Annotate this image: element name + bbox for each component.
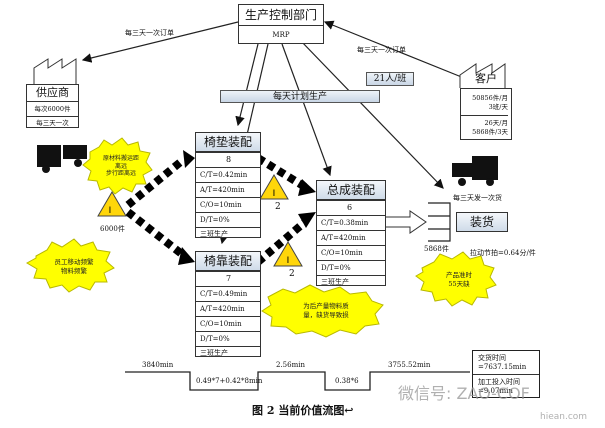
customer-factory-icon bbox=[459, 63, 506, 88]
customer-name: 客户 bbox=[475, 72, 497, 85]
customer-days: 26天/月 bbox=[461, 115, 508, 128]
staff-count-badge: 21人/班 bbox=[366, 72, 414, 86]
final-assembly-operators: 6 bbox=[347, 203, 353, 212]
supplier-truck-icon bbox=[37, 145, 87, 173]
inventory-triangle-1: I bbox=[97, 191, 127, 217]
seat-cushion-operators: 8 bbox=[226, 155, 232, 164]
lead-time-label: 交货时间 bbox=[478, 354, 506, 362]
inventory-triangle-2: I bbox=[259, 174, 289, 200]
shipment-label: 每三天发一次货 bbox=[453, 194, 502, 202]
burst-worker-move-text: 员工移动频繁物料频繁 bbox=[54, 258, 94, 275]
seat-cushion-process-box: 8 C/T=0.42min A/T=420min C/O=10min D/T=0… bbox=[195, 152, 261, 238]
final-assembly-available-time: A/T=420min bbox=[317, 230, 385, 245]
final-assembly-changeover: C/O=10min bbox=[317, 245, 385, 260]
burst-quality bbox=[261, 284, 384, 338]
inventory-cushion-label: 2 bbox=[275, 202, 281, 212]
final-assembly-downtime: D/T=0% bbox=[317, 260, 385, 275]
seat-cushion-cycle-time: C/T=0.42min bbox=[196, 167, 260, 182]
mrp-to-final bbox=[281, 43, 332, 177]
burst-worker-move bbox=[26, 238, 115, 293]
inventory-triangle-3: I bbox=[273, 241, 303, 267]
value-added-time-label: 加工投入时间 bbox=[478, 378, 520, 386]
customer-shifts: 3班/天 bbox=[488, 103, 508, 111]
supplier-order-label: 每三天一次订单 bbox=[125, 29, 174, 37]
seat-cushion-title: 椅垫装配 bbox=[195, 132, 261, 152]
burst-raw-material bbox=[82, 137, 153, 195]
push-arrow-4 bbox=[255, 212, 316, 266]
production-control-box: 生产控制部门 MRP bbox=[238, 4, 324, 44]
burst-yield bbox=[415, 251, 497, 307]
burst-raw-material-text: 原材料搬运距离远步行距离远 bbox=[102, 155, 140, 177]
seat-back-title: 椅靠装配 bbox=[195, 251, 261, 271]
customer-box: 客户 50856件/月 3班/天 26天/月 5868件/3天 bbox=[460, 72, 512, 140]
svg-text:I: I bbox=[273, 189, 276, 199]
timeline-wait-1: 3840min bbox=[142, 361, 174, 369]
seat-cushion-downtime: D/T=0% bbox=[196, 212, 260, 227]
supplier-name: 供应商 bbox=[36, 86, 69, 99]
value-added-time-value: =9.07min bbox=[478, 387, 513, 395]
push-arrow-1 bbox=[125, 150, 195, 209]
seat-back-shifts: 三班生产 bbox=[196, 346, 260, 360]
lead-time-summary-box: 交货时间 =7637.15min 加工投入时间 =9.07min bbox=[472, 350, 540, 398]
timeline bbox=[125, 371, 470, 391]
lead-time-value: =7637.15min bbox=[478, 363, 527, 371]
supplier-box: 供应商 每次6000件 每三天一次 bbox=[26, 84, 79, 128]
daily-plan-bar: 每天计划生产 bbox=[220, 90, 380, 103]
svg-text:I: I bbox=[109, 206, 112, 216]
svg-text:I: I bbox=[287, 256, 290, 266]
customer-monthly-demand: 50856件/月 bbox=[472, 94, 508, 102]
figure-caption: 图 2 当前价值流图↩ bbox=[252, 404, 354, 417]
seat-cushion-available-time: A/T=420min bbox=[196, 182, 260, 197]
push-arrow-2 bbox=[125, 208, 195, 265]
inventory-back-label: 2 bbox=[289, 269, 295, 279]
burst-quality-text: 为后产量物料质量，缺货导致损 bbox=[303, 302, 349, 319]
production-control-title: 生产控制部门 bbox=[239, 5, 323, 26]
timeline-process-1: 0.49*7+0.42*8min bbox=[196, 377, 263, 385]
mrp-to-shipping bbox=[299, 39, 444, 189]
customer-order-line bbox=[323, 20, 465, 79]
supplier-lot-size: 每次6000件 bbox=[27, 101, 78, 116]
timeline-wait-2: 2.56min bbox=[276, 361, 305, 369]
push-arrow-3 bbox=[255, 154, 316, 196]
mrp-label: MRP bbox=[272, 31, 290, 39]
inventory-raw-label: 6000件 bbox=[100, 225, 125, 233]
shipping-box: 装货 bbox=[456, 212, 508, 232]
timeline-process-2: 0.38*6 bbox=[335, 377, 359, 385]
supplier-frequency: 每三天一次 bbox=[27, 116, 78, 130]
final-assembly-process-box: 6 C/T=0.38min A/T=420min C/O=10min D/T=0… bbox=[316, 200, 386, 286]
finished-goods-arrow bbox=[384, 210, 427, 234]
final-assembly-title: 总成装配 bbox=[316, 180, 386, 200]
customer-batch: 5868件/3天 bbox=[472, 128, 508, 136]
supplier-order-line bbox=[81, 21, 239, 63]
takt-time-label: 拉动节拍=0.64分/件 bbox=[470, 249, 536, 257]
seat-back-operators: 7 bbox=[226, 274, 232, 283]
final-assembly-cycle-time: C/T=0.38min bbox=[317, 215, 385, 230]
seat-back-changeover: C/O=10min bbox=[196, 316, 260, 331]
site-watermark: hiean.com bbox=[540, 412, 588, 422]
mrp-to-cushion bbox=[235, 43, 259, 127]
seat-cushion-shifts: 三班生产 bbox=[196, 227, 260, 241]
final-assembly-shifts: 三班生产 bbox=[317, 275, 385, 289]
seat-back-downtime: D/T=0% bbox=[196, 331, 260, 346]
supplier-factory-icon bbox=[33, 58, 77, 84]
inventory-finished-label: 5868件 bbox=[424, 245, 449, 253]
timeline-wait-3: 3755.52min bbox=[388, 361, 431, 369]
seat-back-cycle-time: C/T=0.49min bbox=[196, 286, 260, 301]
seat-back-process-box: 7 C/T=0.49min A/T=420min C/O=10min D/T=0… bbox=[195, 271, 261, 357]
customer-order-label: 每三天一次订单 bbox=[357, 46, 406, 54]
customer-truck-icon bbox=[452, 156, 498, 186]
seat-back-available-time: A/T=420min bbox=[196, 301, 260, 316]
supermarket-icon bbox=[428, 202, 451, 242]
seat-cushion-changeover: C/O=10min bbox=[196, 197, 260, 212]
wechat-watermark: 微信号: ZAO-COF bbox=[398, 384, 530, 403]
